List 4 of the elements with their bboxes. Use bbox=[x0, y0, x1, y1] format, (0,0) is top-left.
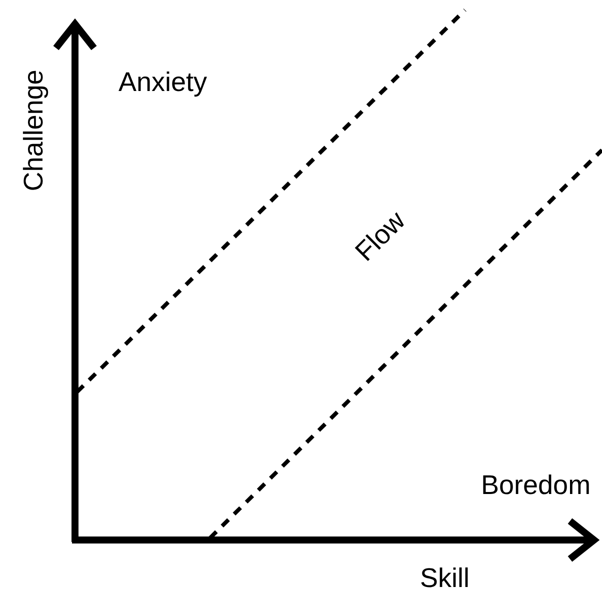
region-label: Boredom bbox=[481, 472, 591, 498]
region-label: Anxiety bbox=[118, 68, 208, 96]
axis-label: Skill bbox=[420, 564, 470, 592]
axis-label: Challenge bbox=[20, 69, 48, 191]
